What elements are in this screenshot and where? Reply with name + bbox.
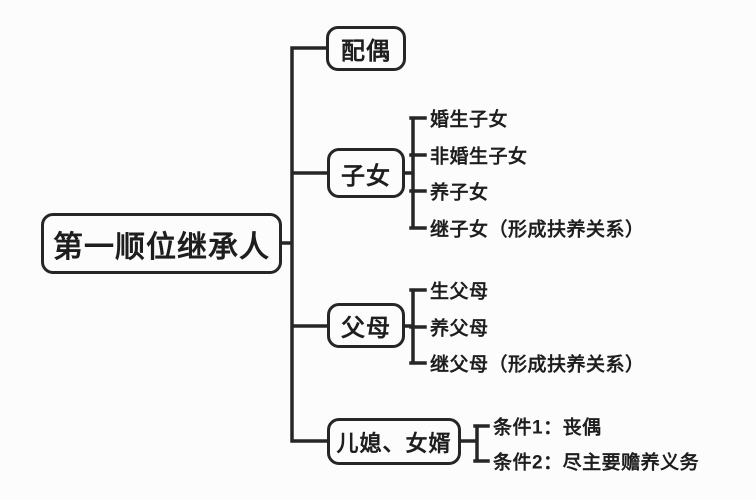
branch-node-children: 子女	[327, 148, 405, 198]
branch-node-label: 子女	[341, 162, 391, 190]
branch-node-label: 配偶	[341, 38, 391, 65]
leaf-label-adopted-children: 养子女	[430, 182, 489, 204]
leaf-label-step-children: 继子女（形成扶养关系）	[430, 219, 645, 241]
root-node-label: 第一顺位继承人	[53, 230, 270, 264]
branch-node-label: 父母	[341, 315, 391, 342]
leaf-label-adoptive-parents: 养父母	[430, 318, 489, 340]
leaf-label-birth-parents: 生父母	[430, 281, 489, 303]
leaf-label-children-born-in-wedlock: 婚生子女	[430, 109, 509, 131]
root-node-first-order-heir: 第一顺位继承人	[41, 213, 282, 274]
leaf-label-children-born-out-of-wedlock: 非婚生子女	[430, 146, 528, 168]
branch-node-spouse: 配偶	[326, 26, 406, 71]
branch-node-daughter-son-in-law: 儿媳、女婿	[327, 418, 461, 465]
leaf-label-condition-1-widowed: 条件1：丧偶	[493, 417, 602, 439]
leaf-label-condition-2-main-support-duty: 条件2：尽主要赡养义务	[493, 452, 700, 474]
leaf-label-step-parents: 继父母（形成扶养关系）	[430, 354, 645, 376]
branch-node-parents: 父母	[327, 303, 405, 348]
branch-node-label: 儿媳、女婿	[336, 430, 452, 456]
